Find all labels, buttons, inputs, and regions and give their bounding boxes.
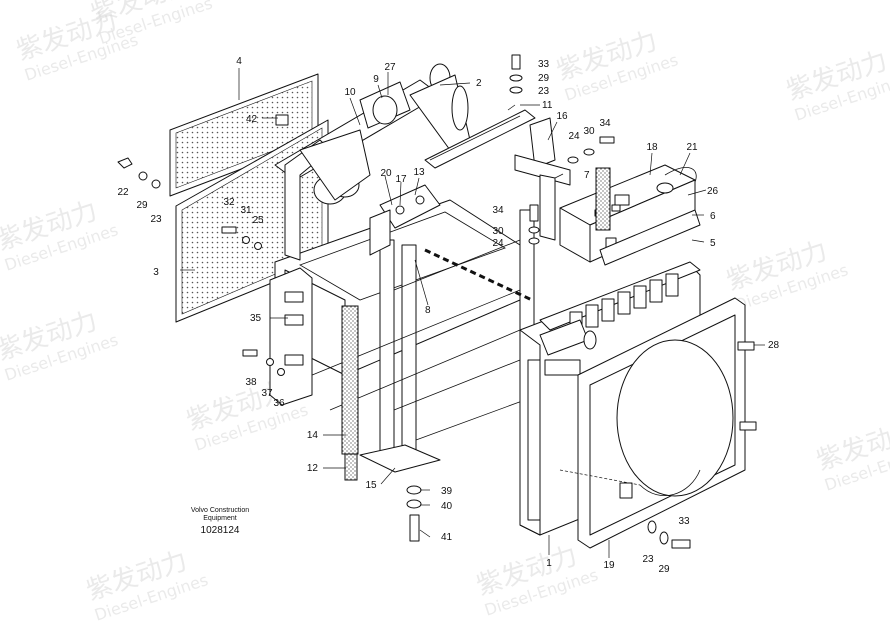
callout-37: 37 xyxy=(261,388,273,399)
callout-27: 27 xyxy=(384,62,396,73)
callout-21: 21 xyxy=(686,142,698,153)
callout-labels: 1 2 3 4 5 6 7 8 9 10 11 12 13 14 15 16 1… xyxy=(117,56,779,575)
callout-31: 31 xyxy=(240,205,252,216)
callout-7: 7 xyxy=(584,170,590,181)
callout-22: 22 xyxy=(117,187,129,198)
callout-11: 11 xyxy=(542,100,553,111)
callout-25: 25 xyxy=(252,215,264,226)
caption-drawing-number: 1028124 xyxy=(201,525,240,536)
fasteners xyxy=(117,54,757,549)
foam-strip-part-14 xyxy=(341,305,359,481)
callout-34: 34 xyxy=(599,118,611,129)
callout-29: 29 xyxy=(136,200,148,211)
callout-36: 36 xyxy=(273,398,285,409)
callout-35: 35 xyxy=(250,313,262,324)
callout-18: 18 xyxy=(646,142,658,153)
callout-19: 19 xyxy=(603,560,615,571)
callout-6: 6 xyxy=(710,211,716,222)
callout-33: 33 xyxy=(538,59,550,70)
callout-3: 3 xyxy=(153,267,159,278)
callout-23: 23 xyxy=(642,554,654,565)
callout-17: 17 xyxy=(395,174,407,185)
watermark-logo: 紫发动力 Diesel-Engines xyxy=(87,0,215,48)
callout-16: 16 xyxy=(556,111,568,122)
callout-29: 29 xyxy=(538,73,550,84)
expansion-tank-part-18 xyxy=(559,164,701,266)
watermark-logo: 紫发动力 Diesel-Engines xyxy=(783,46,890,125)
channel-bar-part-11 xyxy=(424,109,536,169)
callout-1: 1 xyxy=(546,558,552,569)
callout-13: 13 xyxy=(413,167,425,178)
radiator-frame xyxy=(274,199,535,473)
watermark-logo: 紫发动力 Diesel-Engines xyxy=(723,236,851,315)
foam-strip-part-34 xyxy=(595,167,611,231)
callout-41: 41 xyxy=(441,532,453,543)
callout-38: 38 xyxy=(245,377,257,388)
callout-12: 12 xyxy=(307,463,319,474)
callout-34: 34 xyxy=(492,205,504,216)
watermark-logo: 紫发动力 Diesel-Engines xyxy=(813,416,890,495)
callout-32: 32 xyxy=(223,197,235,208)
callout-9: 9 xyxy=(373,74,379,85)
callout-14: 14 xyxy=(307,430,319,441)
callout-2: 2 xyxy=(476,78,482,89)
rear-screen-part-4 xyxy=(169,73,319,197)
callout-4: 4 xyxy=(236,56,242,67)
drawing-caption: Volvo Construction Equipment 1028124 xyxy=(191,507,249,536)
callout-24: 24 xyxy=(568,131,580,142)
watermark-logo: 紫发动力 Diesel-Engines xyxy=(0,306,120,385)
side-bracket-part-35 xyxy=(269,267,313,406)
callout-29: 29 xyxy=(658,564,670,575)
leader-lines xyxy=(180,68,765,558)
callout-20: 20 xyxy=(380,168,392,179)
callout-39: 39 xyxy=(441,486,453,497)
callout-24: 24 xyxy=(492,238,504,249)
callout-30: 30 xyxy=(492,226,504,237)
callout-8: 8 xyxy=(425,305,431,316)
seal-plate-part-13 xyxy=(369,184,441,256)
callout-42: 42 xyxy=(246,114,258,125)
upper-pipe-assembly xyxy=(274,63,471,261)
callout-15: 15 xyxy=(365,480,377,491)
caption-maker: Volvo Construction xyxy=(191,507,249,514)
callout-23: 23 xyxy=(150,214,162,225)
caption-maker-line2: Equipment xyxy=(203,515,237,522)
callout-30: 30 xyxy=(583,126,595,137)
callout-33: 33 xyxy=(678,516,690,527)
watermark-logo: 紫发动力 Diesel-Engines xyxy=(553,26,681,105)
callout-40: 40 xyxy=(441,501,453,512)
callout-28: 28 xyxy=(768,340,780,351)
fan-shroud-part-19 xyxy=(559,297,746,549)
callout-26: 26 xyxy=(707,186,719,197)
watermark-logo: 紫发动力 Diesel-Engines xyxy=(83,546,211,625)
callout-5: 5 xyxy=(710,238,716,249)
watermark-logo: 紫发动力 Diesel-Engines xyxy=(473,541,601,620)
watermark-logo: 紫发动力 Diesel-Engines xyxy=(0,196,120,275)
callout-10: 10 xyxy=(344,87,356,98)
callout-23: 23 xyxy=(538,86,550,97)
